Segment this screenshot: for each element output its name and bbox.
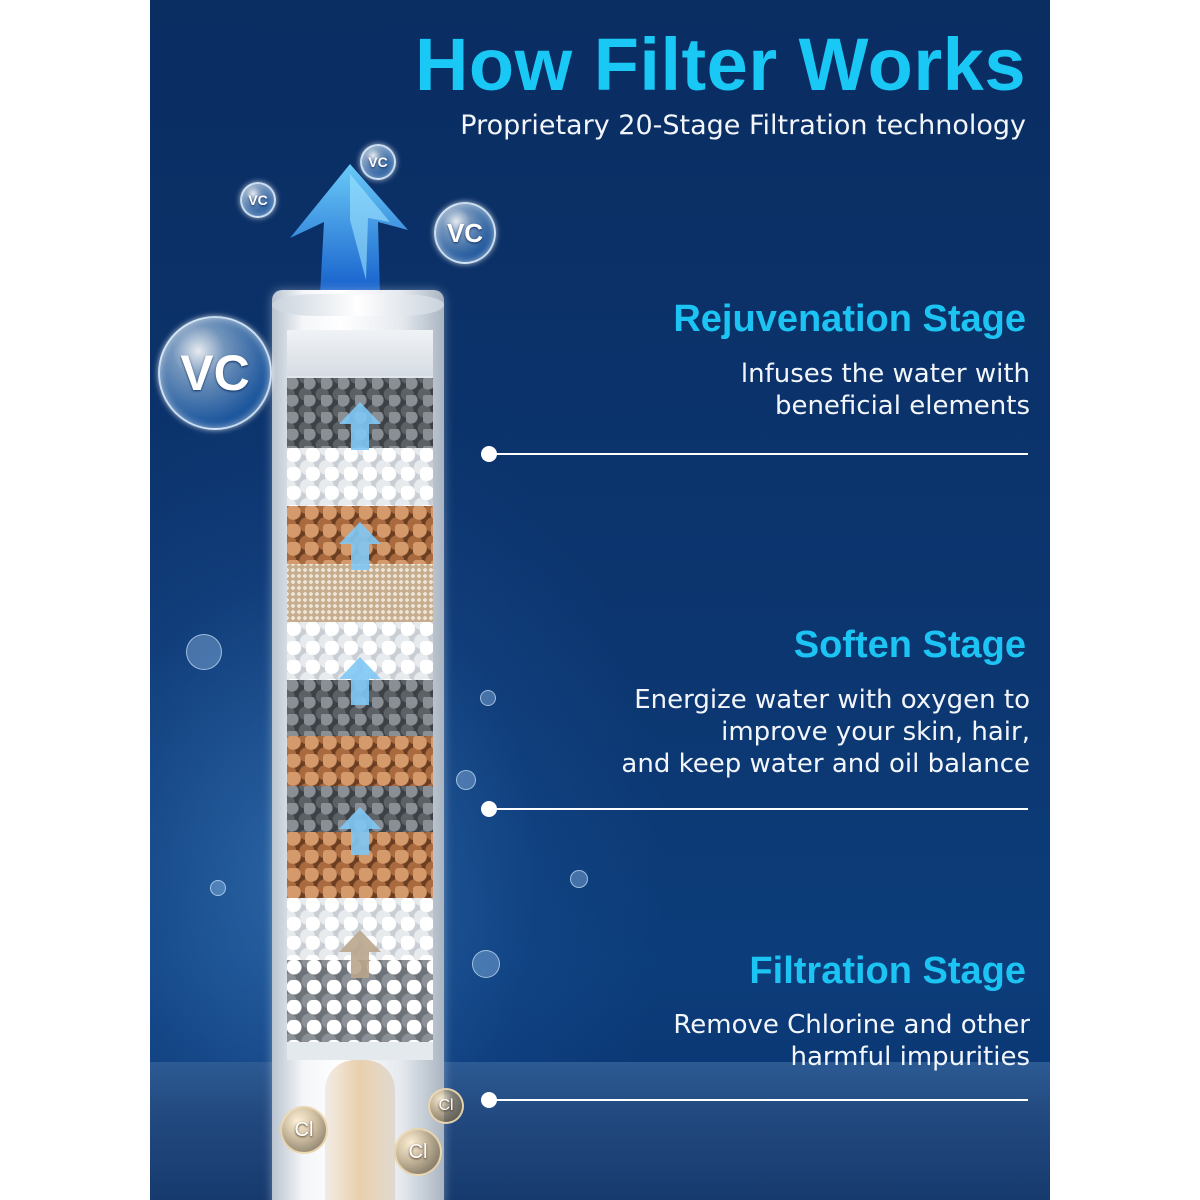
vitamin-c-bubble-icon: VC [158,316,272,430]
flow-up-arrow-icon [339,402,381,450]
mineral-stone-layer [287,680,433,736]
soften-stage-title: Soften Stage [793,624,1026,666]
flow-up-arrow-icon [339,522,381,570]
calcium-sulfite-layer [287,448,433,506]
infographic-canvas: VC VC VC VC Cl Cl Cl How Filter Works Pr… [150,0,1050,1200]
vitamin-c-bubble-icon: VC [240,182,276,218]
filtration-stage-title: Filtration Stage [749,950,1026,992]
stage-pointer-line [490,808,1028,810]
kdf-layer [287,564,433,622]
stage-pointer-dot [481,1092,497,1108]
chlorine-bubble-icon: Cl [280,1106,328,1154]
flow-up-arrow-icon [339,930,381,978]
water-droplet [186,634,222,670]
water-stream-arrow-icon [290,164,408,295]
rejuvenation-stage-title: Rejuvenation Stage [673,298,1026,340]
vitamin-c-bubble-icon: VC [434,202,496,264]
water-droplet [480,690,496,706]
rejuvenation-stage-description: lnfuses the water with beneficial elemen… [740,359,1030,421]
page-title: How Filter Works [414,23,1026,106]
vitamin-c-bubble-icon: VC [360,144,396,180]
top-mesh-layer [287,330,433,376]
incoming-water-stream [325,1060,395,1200]
stage-pointer-dot [481,801,497,817]
water-droplet [472,950,500,978]
maifan-stone-layer [287,736,433,786]
water-droplet [210,880,226,896]
stage-pointer-line [490,1099,1028,1101]
filter-media-column [287,330,433,1060]
flow-up-arrow-icon [339,657,381,705]
water-droplet [456,770,476,790]
stage-pointer-line [490,453,1028,455]
soften-stage-description: Energize water with oxygen to improve yo… [621,685,1030,779]
water-droplet [570,870,588,888]
chlorine-bubble-icon: Cl [428,1088,464,1124]
page-subtitle: Proprietary 20-Stage Filtration technolo… [460,110,1026,141]
cartridge-cap [272,294,444,316]
bottom-mesh-layer [287,1042,433,1060]
stage-pointer-dot [481,446,497,462]
chlorine-bubble-icon: Cl [394,1128,442,1176]
filtration-stage-description: Remove Chlorine and other harmful impuri… [673,1010,1030,1072]
flow-up-arrow-icon [339,807,381,855]
